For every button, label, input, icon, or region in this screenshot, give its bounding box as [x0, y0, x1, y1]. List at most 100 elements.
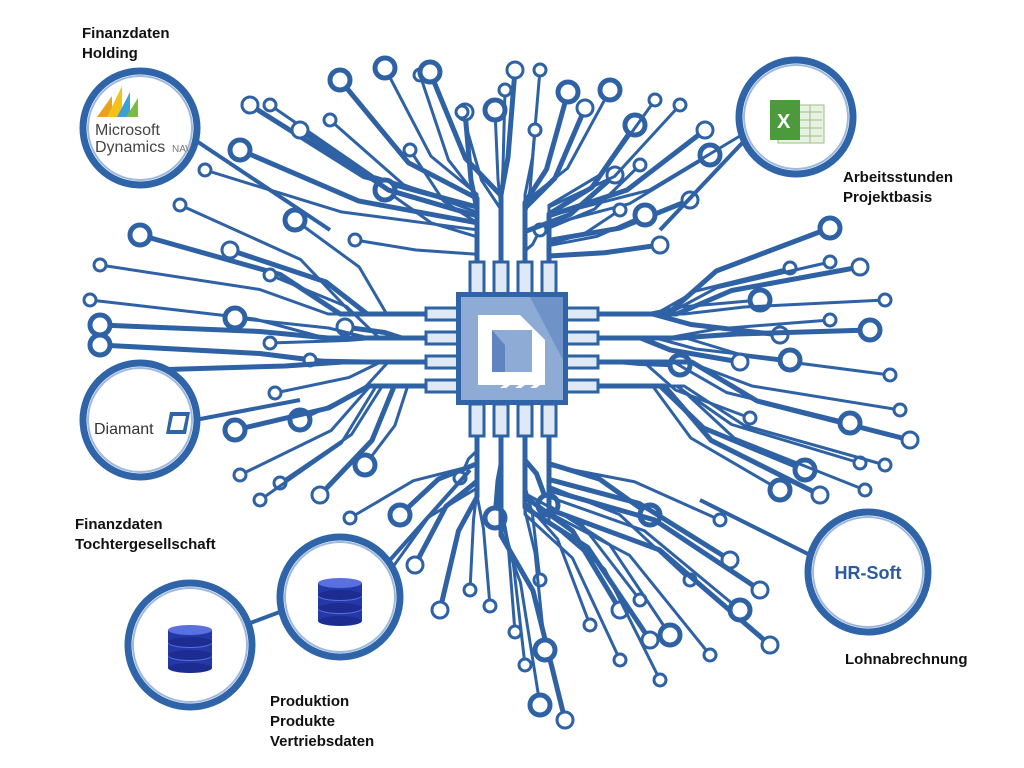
- trace-node: [730, 352, 750, 372]
- circuit-trace: [239, 147, 480, 262]
- trace-node: [822, 254, 838, 270]
- trace-node: [262, 267, 278, 283]
- trace-node: [892, 402, 908, 418]
- trace-node: [417, 59, 443, 85]
- trace-node: [817, 215, 843, 241]
- circuit-trace: [248, 102, 480, 262]
- circuit-trace: [493, 109, 503, 262]
- trace-node: [290, 120, 310, 140]
- trace-node: [877, 292, 893, 308]
- trace-node: [650, 235, 670, 255]
- diamant-logo: Diamant: [94, 412, 190, 438]
- trace-node: [877, 457, 893, 473]
- trace-node: [347, 232, 363, 248]
- trace-node: [240, 95, 260, 115]
- ms-line2: Dynamics: [95, 139, 165, 156]
- circuit-trace: [354, 238, 479, 262]
- hrsoft-name: HR-Soft: [835, 563, 902, 583]
- circuit-trace: [499, 436, 542, 706]
- trace-node: [822, 312, 838, 328]
- trace-node: [582, 617, 598, 633]
- trace-node: [372, 55, 398, 81]
- trace-node: [555, 710, 575, 730]
- trace-node: [405, 555, 425, 575]
- ms-line1: Microsoft: [95, 122, 160, 139]
- circuit-trace: [598, 336, 791, 362]
- trace-node: [352, 452, 378, 478]
- trace-node: [882, 367, 898, 383]
- trace-node: [597, 77, 623, 103]
- trace-node: [640, 630, 660, 650]
- label-lohnabrechnung: Lohnabrechnung: [845, 651, 968, 668]
- ms-suffix: NAV: [172, 144, 192, 155]
- ring-diamant[interactable]: [79, 359, 201, 481]
- trace-node: [857, 317, 883, 343]
- trace-node: [695, 120, 715, 140]
- trace-node: [222, 417, 248, 443]
- ms-dynamics-logo: Microsoft Dynamics NAV: [95, 86, 192, 156]
- db2-icon: [168, 625, 212, 673]
- trace-node: [507, 624, 523, 640]
- trace-node: [657, 622, 683, 648]
- excel-icon: X: [770, 100, 825, 144]
- circuit-traces: [82, 55, 920, 730]
- circuit-trace: [547, 128, 751, 262]
- trace-node: [327, 67, 353, 93]
- trace-node: [92, 257, 108, 273]
- trace-node: [430, 600, 450, 620]
- circuit-trace: [598, 384, 781, 492]
- trace-node: [527, 692, 553, 718]
- trace-node: [810, 485, 830, 505]
- trace-node: [712, 512, 728, 528]
- circuit-trace: [598, 384, 866, 492]
- trace-node: [532, 572, 548, 588]
- ring-hrsoft[interactable]: [804, 508, 932, 636]
- trace-node: [402, 142, 418, 158]
- trace-node: [632, 157, 648, 173]
- trace-node: [127, 222, 153, 248]
- trace-node: [760, 635, 780, 655]
- circuit-trace: [598, 264, 861, 317]
- trace-node: [310, 485, 330, 505]
- trace-node: [647, 92, 663, 108]
- trace-node: [197, 162, 213, 178]
- trace-node: [387, 502, 413, 528]
- diamant-name: Diamant: [94, 421, 154, 438]
- trace-node: [517, 657, 533, 673]
- trace-node: [575, 98, 595, 118]
- trace-node: [672, 97, 688, 113]
- trace-node: [252, 492, 268, 508]
- circuit-trace: [523, 436, 622, 661]
- trace-node: [262, 97, 278, 113]
- circuit-trace: [149, 359, 426, 373]
- circuit-trace: [598, 311, 781, 338]
- trace-node: [505, 60, 525, 80]
- trace-node: [767, 477, 793, 503]
- trace-node: [777, 347, 803, 373]
- trace-node: [837, 410, 863, 436]
- trace-node: [482, 598, 498, 614]
- trace-node: [497, 82, 513, 98]
- trace-node: [702, 647, 718, 663]
- trace-node: [850, 257, 870, 277]
- trace-node: [727, 597, 753, 623]
- trace-node: [900, 430, 920, 450]
- trace-node: [462, 582, 478, 598]
- db1-icon: [318, 578, 362, 626]
- circuit-trace: [294, 218, 426, 316]
- trace-node: [612, 202, 628, 218]
- trace-node: [527, 122, 543, 138]
- trace-node: [857, 482, 873, 498]
- circuit-trace: [99, 342, 426, 365]
- circuit-trace: [412, 436, 480, 567]
- trace-node: [555, 79, 581, 105]
- svg-text:X: X: [777, 111, 791, 133]
- circuit-trace: [475, 436, 492, 607]
- circuit-trace: [139, 232, 426, 317]
- trace-node: [532, 62, 548, 78]
- circuit-trace: [546, 242, 661, 262]
